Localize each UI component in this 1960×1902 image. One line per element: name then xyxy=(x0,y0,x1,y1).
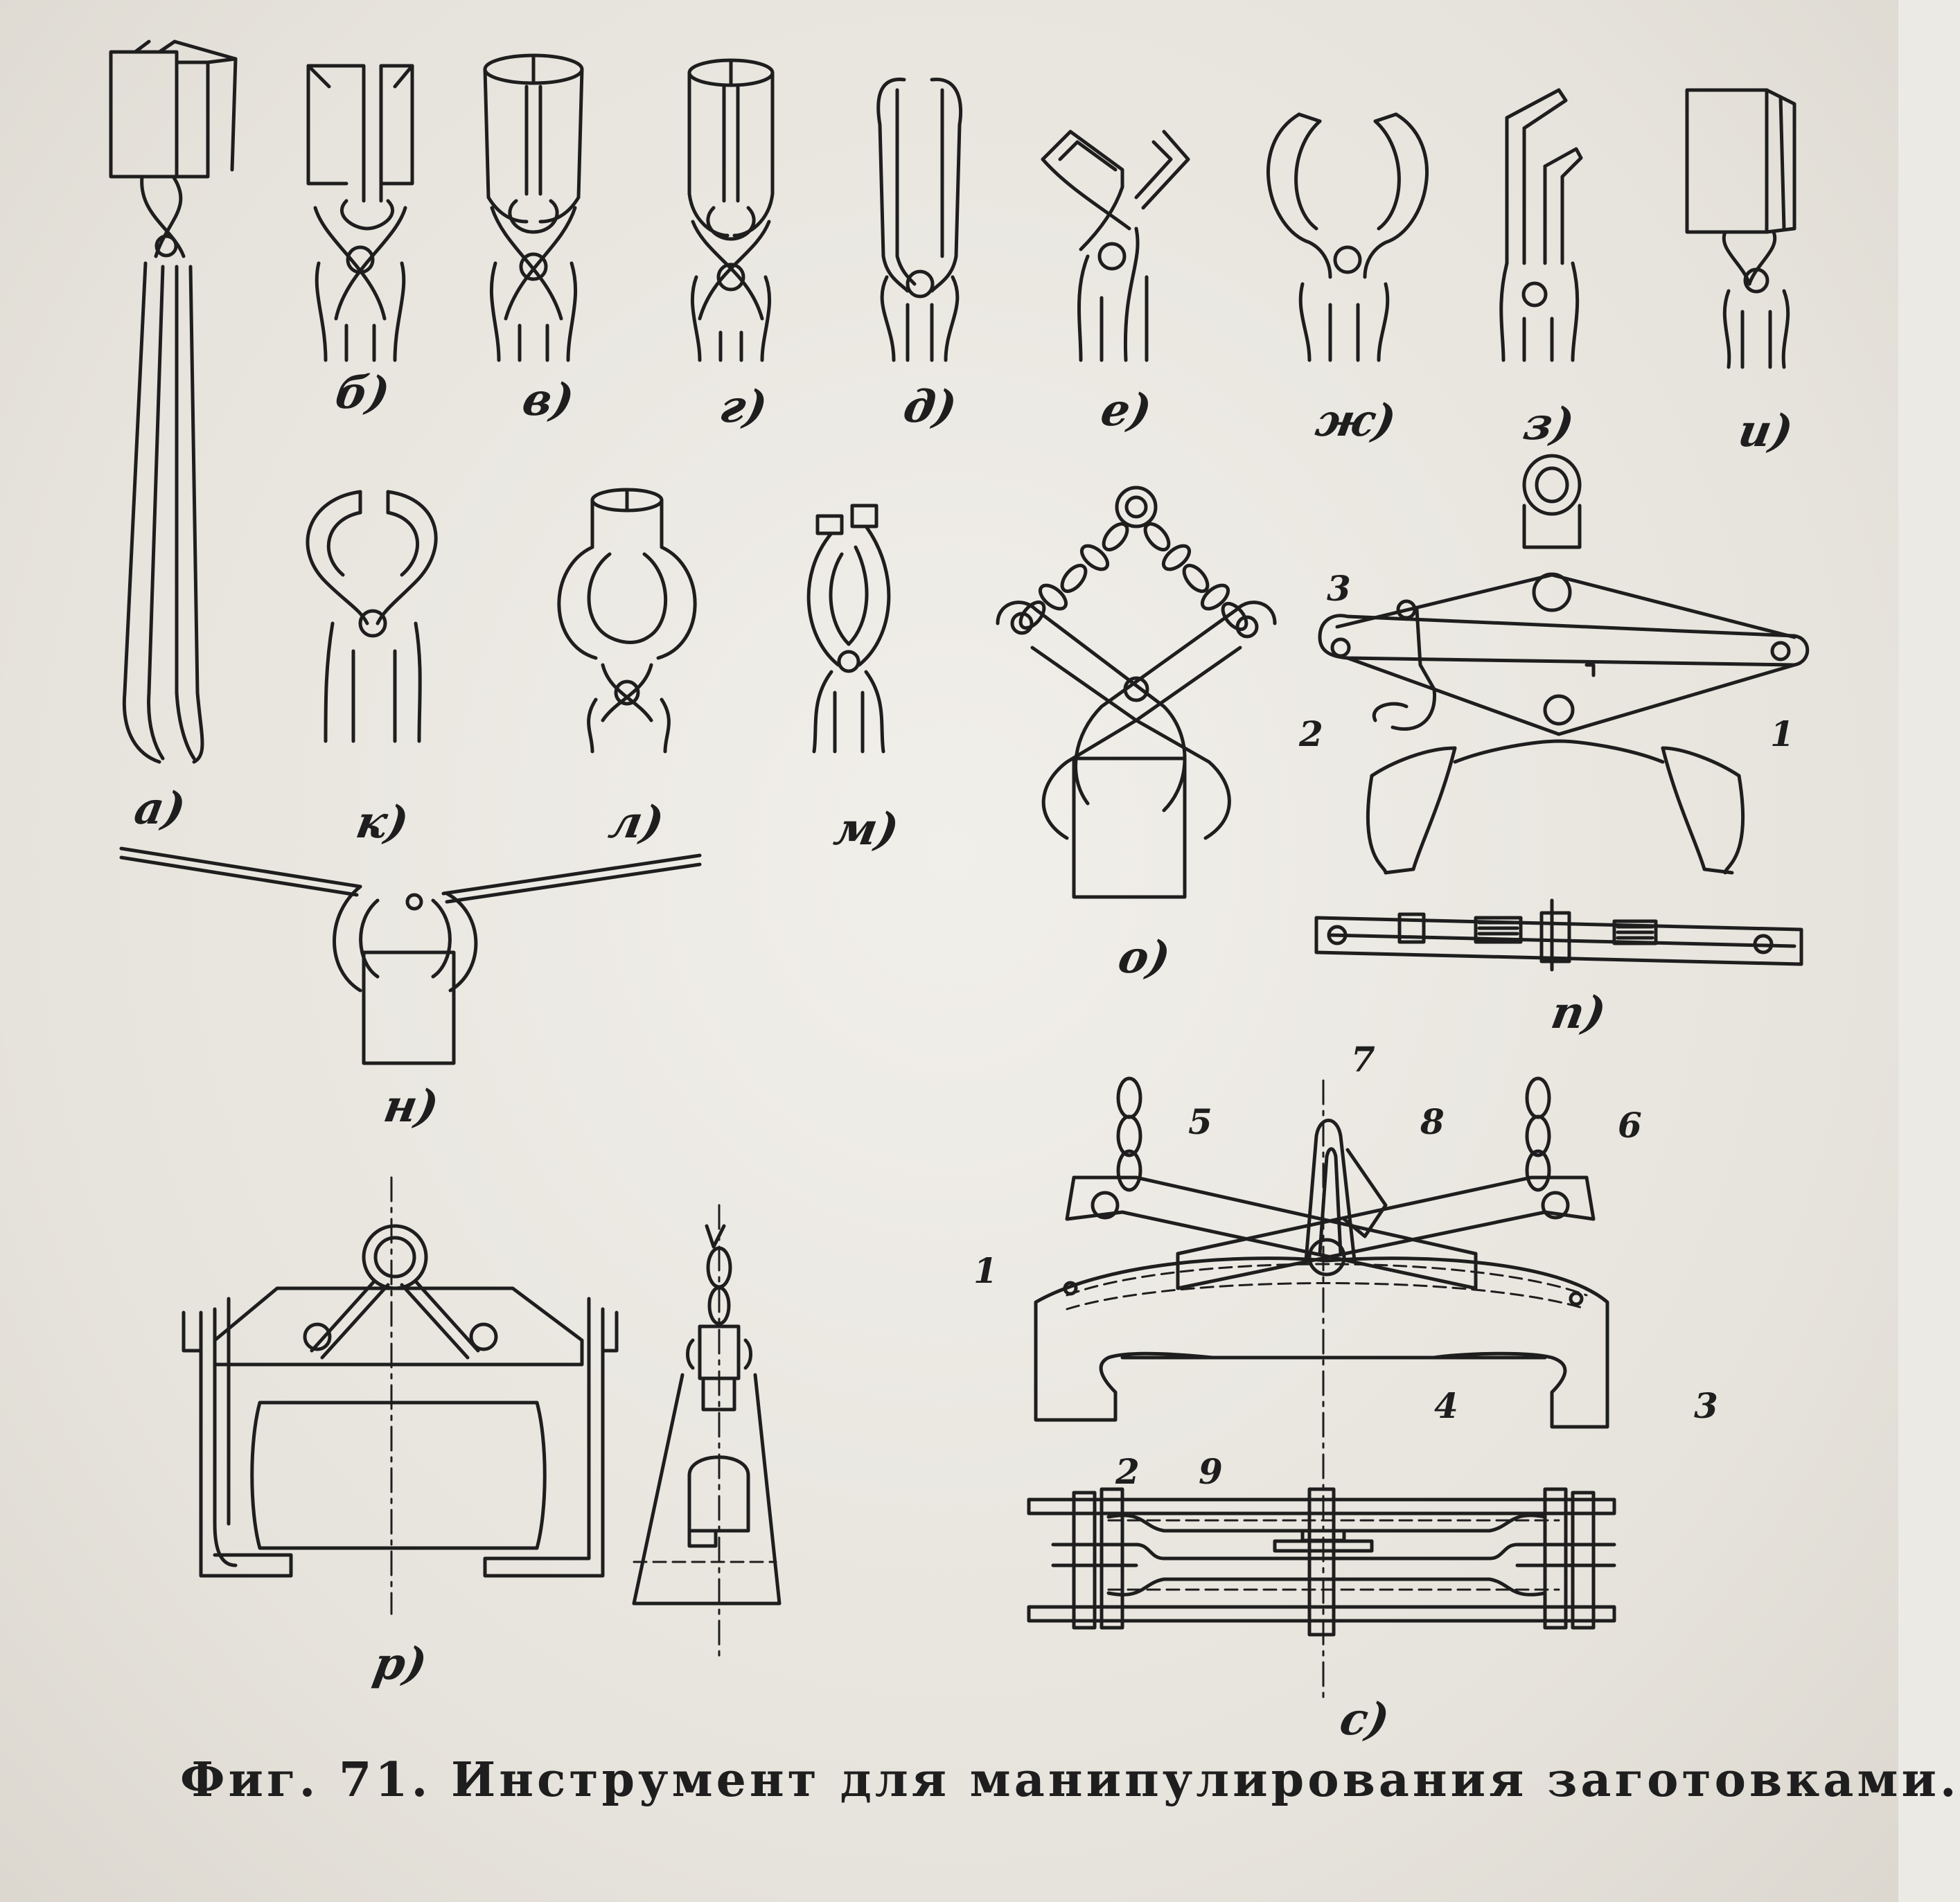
part-s-7: 7 xyxy=(1351,1039,1375,1080)
label-g: г) xyxy=(716,381,771,433)
tongs-e xyxy=(1041,130,1190,362)
part-s-3: 3 xyxy=(1694,1385,1718,1426)
label-n: н) xyxy=(380,1081,443,1132)
part-s-5: 5 xyxy=(1188,1101,1212,1142)
tongs-k xyxy=(306,490,438,743)
tongs-b xyxy=(306,64,414,362)
part-p-2: 2 xyxy=(1299,713,1323,754)
tongs-m xyxy=(806,504,891,754)
part-s-8: 8 xyxy=(1420,1101,1445,1142)
tongs-o xyxy=(996,486,1277,899)
tongs-drawing xyxy=(109,39,1810,1705)
label-p: п) xyxy=(1547,987,1610,1039)
label-m: м) xyxy=(830,803,903,855)
tongs-g xyxy=(687,58,775,362)
part-s-1: 1 xyxy=(973,1250,998,1291)
label-o: о) xyxy=(1114,932,1174,984)
tongs-n xyxy=(119,846,702,1065)
tongs-l xyxy=(557,488,697,754)
label-b: б) xyxy=(331,367,394,419)
tongs-zh xyxy=(1266,112,1429,362)
label-e: е) xyxy=(1097,384,1156,436)
part-s-2: 2 xyxy=(1115,1451,1140,1492)
label-l: л) xyxy=(605,797,668,848)
tongs-v xyxy=(483,53,584,362)
part-s-6: 6 xyxy=(1618,1105,1642,1146)
label-z: з) xyxy=(1519,398,1578,450)
label-s: с) xyxy=(1336,1694,1393,1745)
tongs-z xyxy=(1499,88,1583,362)
label-r: р) xyxy=(369,1638,431,1690)
part-p-1: 1 xyxy=(1770,713,1794,754)
label-zh: ж) xyxy=(1312,395,1400,447)
tongs-p xyxy=(1314,454,1810,972)
label-v: в) xyxy=(518,374,578,426)
tongs-i xyxy=(1685,88,1796,369)
tongs-s xyxy=(1027,1076,1616,1705)
tongs-a xyxy=(109,39,238,764)
part-s-9: 9 xyxy=(1199,1451,1223,1492)
label-a: а) xyxy=(130,783,190,835)
label-i: и) xyxy=(1734,405,1797,457)
label-d: д) xyxy=(899,381,961,433)
label-k: к) xyxy=(352,797,413,848)
tongs-d xyxy=(876,78,963,362)
tongs-r xyxy=(182,1176,782,1664)
part-s-4: 4 xyxy=(1434,1385,1458,1426)
figure-caption: Фиг. 71. Инструмент для манипулирования … xyxy=(180,1752,1960,1808)
part-p-3: 3 xyxy=(1327,568,1351,609)
